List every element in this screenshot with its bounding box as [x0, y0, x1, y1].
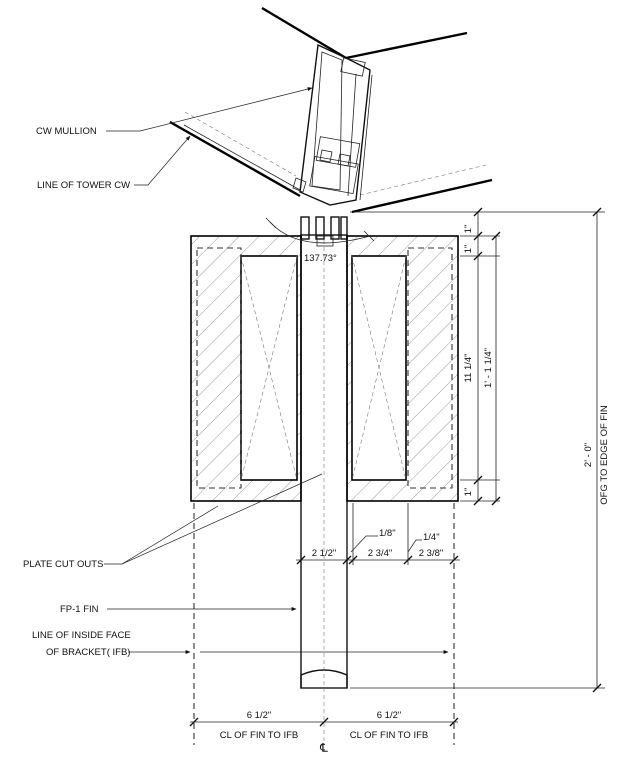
dim-ofg-to-edge: OFG TO EDGE OF FIN: [599, 405, 610, 505]
label-plate-cut-outs: PLATE CUT OUTS: [23, 559, 103, 570]
angle-label: 137.73°: [304, 253, 337, 264]
dim-one-quarter: 1/4": [423, 532, 440, 543]
dim-six-half-right: 6 1/2": [377, 710, 402, 721]
label-line-inside-face-1: LINE OF INSIDE FACE: [32, 630, 131, 641]
dim-one-eighth: 1/8": [379, 528, 396, 539]
dim-top-1in-a: 1": [463, 225, 474, 234]
label-line-inside-face-2: OF BRACKET( IFB): [46, 647, 130, 658]
dim-eleven-quarter: 11 1/4": [463, 353, 474, 382]
dim-two-ft: 2' - 0": [583, 443, 594, 467]
dim-two-half: 2 1/2": [312, 548, 337, 559]
callouts: CW MULLION LINE OF TOWER CW PLATE CUT OU…: [23, 87, 449, 658]
bracket-plate: [190, 235, 459, 502]
horizontal-dimensions: 2 1/2" 2 3/4" 2 3/8" 1/8" 1/4" 6 1/2" 6 …: [189, 528, 460, 755]
dim-two-three-eighth: 2 3/8": [419, 548, 444, 559]
curtain-wall: [169, 6, 493, 214]
fp1-fin: [300, 216, 348, 745]
angle-dimension: 137.73°: [265, 217, 375, 264]
dim-top-1in-b: 1": [463, 245, 474, 254]
dim-one-ft-one-quarter: 1' - 1 1/4": [483, 348, 494, 388]
dim-bottom-1in: 1": [463, 488, 474, 497]
vertical-dimensions: 1" 1" 11 1/4" 1" 1' - 1 1/4" 2' - 0" OFG…: [350, 207, 610, 693]
label-fp1-fin: FP-1 FIN: [60, 604, 99, 615]
label-cw-mullion: CW MULLION: [36, 126, 97, 137]
dim-two-three-quarter: 2 3/4": [368, 548, 393, 559]
ifb-lines: [193, 503, 455, 745]
label-cl-fin-ifb-left: CL OF FIN TO IFB: [220, 730, 298, 741]
centerline-symbol: ℄: [319, 741, 328, 755]
dim-six-half-left: 6 1/2": [247, 710, 272, 721]
label-cl-fin-ifb-right: CL OF FIN TO IFB: [350, 730, 428, 741]
label-line-of-tower-cw: LINE OF TOWER CW: [37, 180, 130, 191]
